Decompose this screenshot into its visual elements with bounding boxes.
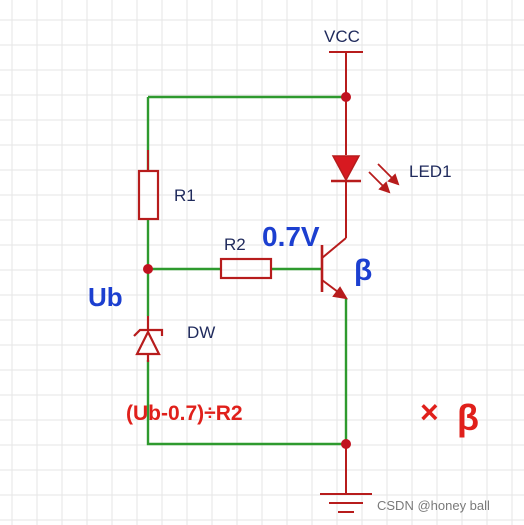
formula-beta: β [457,397,479,438]
resistor-r1-symbol [137,150,160,221]
zener-diode-symbol [133,316,164,362]
zener-label: DW [187,323,215,342]
beta-annotation: β [354,254,372,287]
node-top-right [341,92,351,102]
junction-nodes [143,92,351,449]
led-emission-arrows-icon [368,163,400,194]
wires [146,95,348,446]
r1-label: R1 [174,186,196,205]
resistor-r2-symbol [219,257,273,280]
vcc-terminal [329,51,363,97]
led-symbol [331,97,400,238]
watermark-text: CSDN @honey ball [377,498,490,513]
node-base [143,264,153,274]
ub-annotation: Ub [88,282,123,312]
led-label: LED1 [409,162,452,181]
r2-label: R2 [224,235,246,254]
formula-annotation: (Ub-0.7)÷R2 [126,402,243,425]
wire-bottom-left [146,360,346,446]
node-bottom-right [341,439,351,449]
vbe-annotation: 0.7V [262,221,320,252]
npn-transistor-symbol [320,237,348,300]
vcc-label: VCC [324,27,360,46]
ground-symbol [320,444,372,513]
formula-times-sign: × [420,394,439,430]
